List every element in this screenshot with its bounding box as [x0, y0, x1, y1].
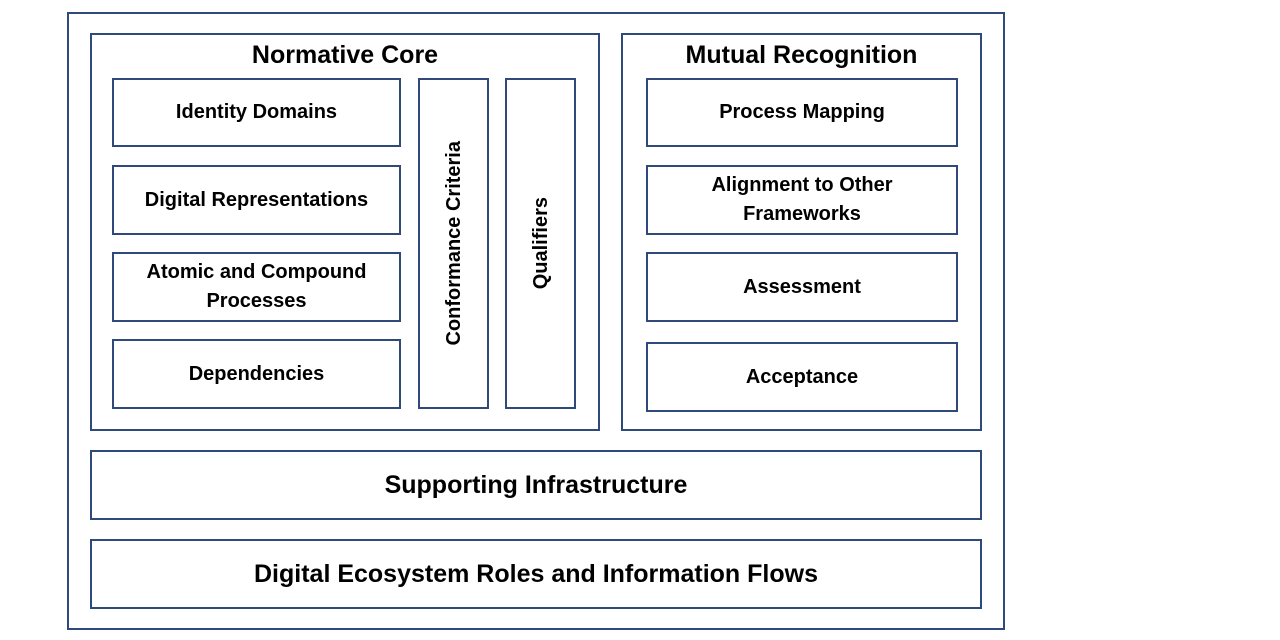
process-mapping-box: Process Mapping: [646, 78, 958, 147]
acceptance-box: Acceptance: [646, 342, 958, 412]
conformance-criteria-box: Conformance Criteria: [418, 78, 489, 409]
normative-core-title: Normative Core: [251, 41, 439, 70]
qualifiers-label: Qualifiers: [529, 197, 552, 290]
identity-domains-box: Identity Domains: [112, 78, 401, 147]
digital-representations-box: Digital Representations: [112, 165, 401, 235]
supporting-infrastructure-box: Supporting Infrastructure: [90, 450, 982, 520]
atomic-compound-processes-box: Atomic and Compound Processes: [112, 252, 401, 322]
mutual-recognition-title: Mutual Recognition: [685, 41, 918, 70]
dependencies-box: Dependencies: [112, 339, 401, 409]
alignment-other-frameworks-box: Alignment to Other Frameworks: [646, 165, 958, 235]
assessment-box: Assessment: [646, 252, 958, 322]
conformance-criteria-label: Conformance Criteria: [442, 141, 465, 346]
qualifiers-box: Qualifiers: [505, 78, 576, 409]
digital-ecosystem-box: Digital Ecosystem Roles and Information …: [90, 539, 982, 609]
